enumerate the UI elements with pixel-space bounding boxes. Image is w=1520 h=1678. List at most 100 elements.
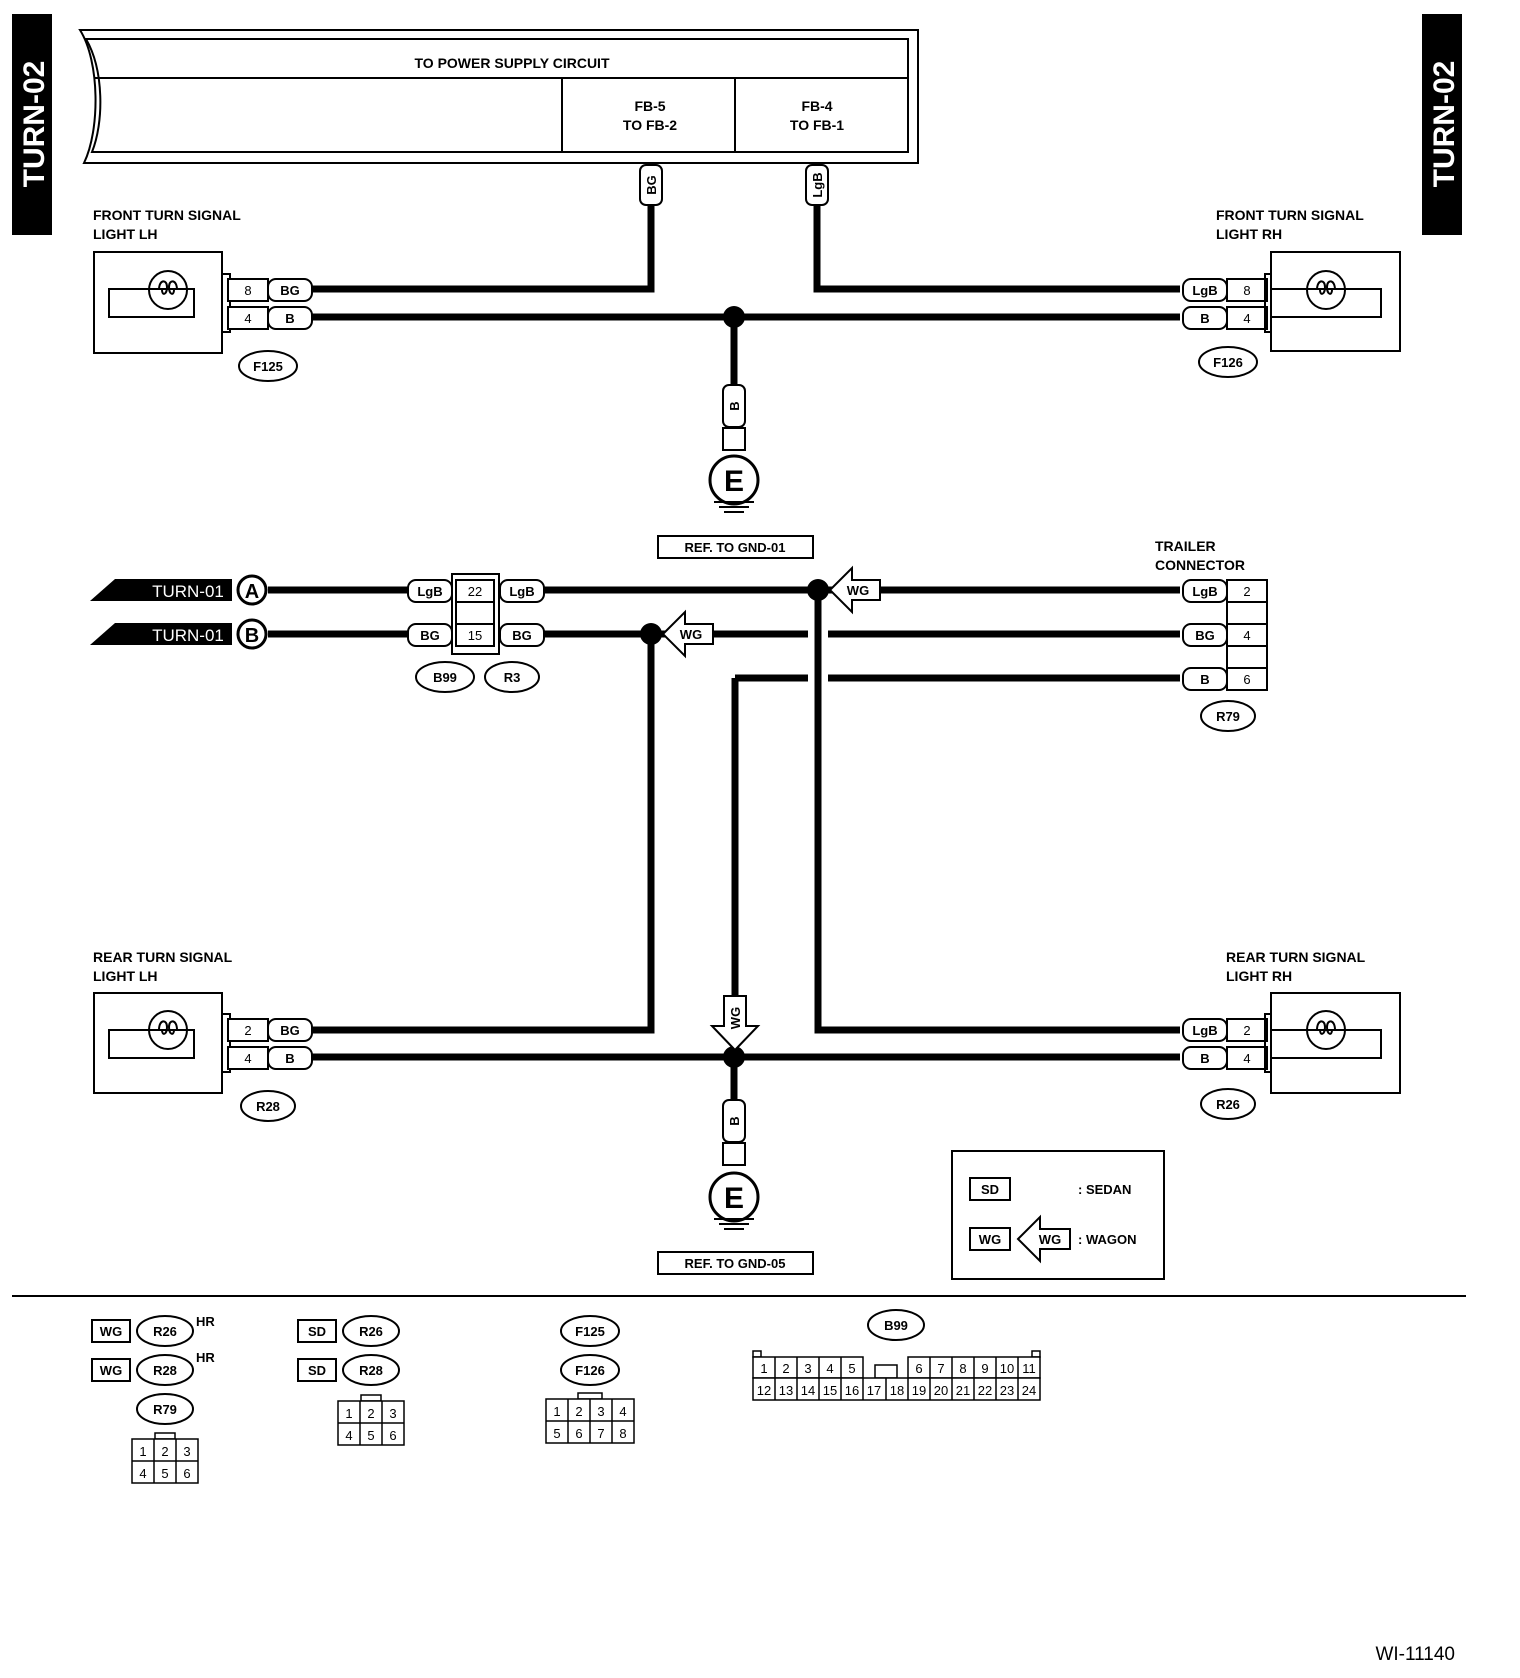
rear-rh-title-1: REAR TURN SIGNAL	[1226, 949, 1366, 965]
rear-lh-title-1: REAR TURN SIGNAL	[93, 949, 233, 965]
rear-lh-wire-bottom: B	[285, 1051, 294, 1066]
fb5-line1: FB-5	[634, 98, 665, 114]
side-tab-left: TURN-02	[12, 14, 52, 235]
bottom-group-sd: SD R26 SD R28 1 2 3 4 5 6	[297, 1315, 405, 1446]
power-supply-box: TO POWER SUPPLY CIRCUIT FB-5 TO FB-2 FB-…	[78, 29, 919, 164]
b99-pin: 6	[915, 1361, 922, 1376]
bottom-group-wg: WG R26 HR WG R28 HR R79 1 2 3 4 5 6	[91, 1314, 215, 1484]
bg3-pin: 2	[575, 1404, 582, 1419]
fb4-line1: FB-4	[801, 98, 832, 114]
bg2-tag-a: SD	[308, 1324, 326, 1339]
b99-pin: 4	[826, 1361, 833, 1376]
trailer-title-1: TRAILER	[1155, 538, 1216, 554]
wire-tag-bg-vertical: BG	[639, 164, 663, 206]
bg1-c3: R79	[153, 1402, 177, 1417]
joint-right-wire-a: LgB	[509, 584, 534, 599]
bg1-tag-a: WG	[100, 1324, 122, 1339]
b99-pin: 17	[867, 1383, 881, 1398]
rear-rh-pin-bottom: 4	[1243, 1051, 1250, 1066]
ground-rear: B E REF. TO GND-05	[657, 1099, 814, 1275]
bg3-pin: 4	[619, 1404, 626, 1419]
front-rh-title-2: LIGHT RH	[1216, 226, 1282, 242]
wg-arrow-vertical: WG	[709, 995, 761, 1052]
wg-arrow-upper: WG	[828, 565, 881, 615]
ground-front-wire: B	[727, 401, 742, 410]
figure-id: WI-11140	[1375, 1644, 1455, 1665]
trailer-wire-2: BG	[1195, 628, 1215, 643]
side-tab-right: TURN-02	[1422, 14, 1462, 235]
trailer-pin-2: 4	[1243, 628, 1250, 643]
b99-pin: 7	[937, 1361, 944, 1376]
joint-connector-right: R3	[504, 670, 521, 685]
bg3-pin: 7	[597, 1426, 604, 1441]
wire-tag-bg-text: BG	[644, 175, 659, 195]
front-rh-wire-top: LgB	[1192, 283, 1217, 298]
front-rh-title-1: FRONT TURN SIGNAL	[1216, 207, 1364, 223]
front-lh-wire-bottom: B	[285, 311, 294, 326]
rear-rh-connector: R26	[1216, 1097, 1240, 1112]
joint-connector: LgB BG 22 15 LgB BG B99 R3	[407, 573, 545, 693]
ground-rear-ref: REF. TO GND-05	[685, 1256, 786, 1271]
wg-arrow-lower-text: WG	[680, 627, 702, 642]
bg2-c2: R28	[359, 1363, 383, 1378]
bg3-pin: 3	[597, 1404, 604, 1419]
junction-dot	[640, 623, 662, 645]
wire-tag-lgb-text: LgB	[810, 172, 825, 197]
b99-pin: 1	[760, 1361, 767, 1376]
trailer-wire-1: LgB	[1192, 584, 1217, 599]
bg1-pin: 5	[161, 1466, 168, 1481]
bg1-hr-1: HR	[196, 1314, 215, 1329]
joint-pin-a: 22	[468, 584, 482, 599]
trailer-pin-3: 6	[1243, 672, 1250, 687]
turn01-a-text: TURN-01	[152, 582, 224, 601]
trailer-wire-3: B	[1200, 672, 1209, 687]
b99-pin: 11	[1022, 1361, 1036, 1376]
turn01-b-letter: B	[245, 625, 259, 647]
fb5-line2: TO FB-2	[623, 117, 677, 133]
bottom-group-b99: B99 1 2 3 4 5 6 7 8 9 10	[752, 1309, 1041, 1401]
wg-arrow-lower: WG	[661, 609, 714, 659]
front-rh-wire-bottom: B	[1200, 311, 1209, 326]
bg1-pin: 4	[139, 1466, 146, 1481]
junction-dot	[723, 306, 745, 328]
bg1-tag-b: WG	[100, 1363, 122, 1378]
bg2-pin: 6	[389, 1428, 396, 1443]
trailer-connector: TRAILER CONNECTOR LgB BG B 2 4 6 R79	[1155, 538, 1268, 732]
bg1-hr-2: HR	[196, 1350, 215, 1365]
bg1-c1: R26	[153, 1324, 177, 1339]
junction-dot	[807, 579, 829, 601]
b99-pin: 8	[959, 1361, 966, 1376]
rear-lh-title-2: LIGHT LH	[93, 968, 158, 984]
bg2-pin: 5	[367, 1428, 374, 1443]
rear-rh-wire-top: LgB	[1192, 1023, 1217, 1038]
bg2-pin: 3	[389, 1406, 396, 1421]
rear-lh-pin-top: 2	[244, 1023, 251, 1038]
b99-pin: 10	[1000, 1361, 1014, 1376]
front-lh-pin-top: 8	[244, 283, 251, 298]
b99-pin: 3	[804, 1361, 811, 1376]
front-lh-wire-top: BG	[280, 283, 300, 298]
legend-box: SD : SEDAN WG WG : WAGON	[951, 1150, 1165, 1280]
junction-dot	[723, 1046, 745, 1068]
front-lh-pin-bottom: 4	[244, 311, 251, 326]
b99-pin: 12	[757, 1383, 771, 1398]
rear-turn-signal-lh: REAR TURN SIGNAL LIGHT LH 2 4 BG B R28	[93, 949, 313, 1122]
rear-rh-pin-top: 2	[1243, 1023, 1250, 1038]
rear-lh-connector: R28	[256, 1099, 280, 1114]
rear-lh-wire-top: BG	[280, 1023, 300, 1038]
bg3-pin: 6	[575, 1426, 582, 1441]
b99-pin: 23	[1000, 1383, 1014, 1398]
b99-pin: 20	[934, 1383, 948, 1398]
bg3-c1: F125	[575, 1324, 605, 1339]
joint-connector-left: B99	[433, 670, 457, 685]
bg2-pin: 4	[345, 1428, 352, 1443]
bg2-c1: R26	[359, 1324, 383, 1339]
turn01-b-text: TURN-01	[152, 626, 224, 645]
front-rh-connector: F126	[1213, 355, 1243, 370]
turn01-ref-b: TURN-01 B	[90, 618, 268, 650]
bg1-c2: R28	[153, 1363, 177, 1378]
joint-right-wire-b: BG	[512, 628, 532, 643]
b99-pin: 18	[890, 1383, 904, 1398]
trailer-pin-1: 2	[1243, 584, 1250, 599]
